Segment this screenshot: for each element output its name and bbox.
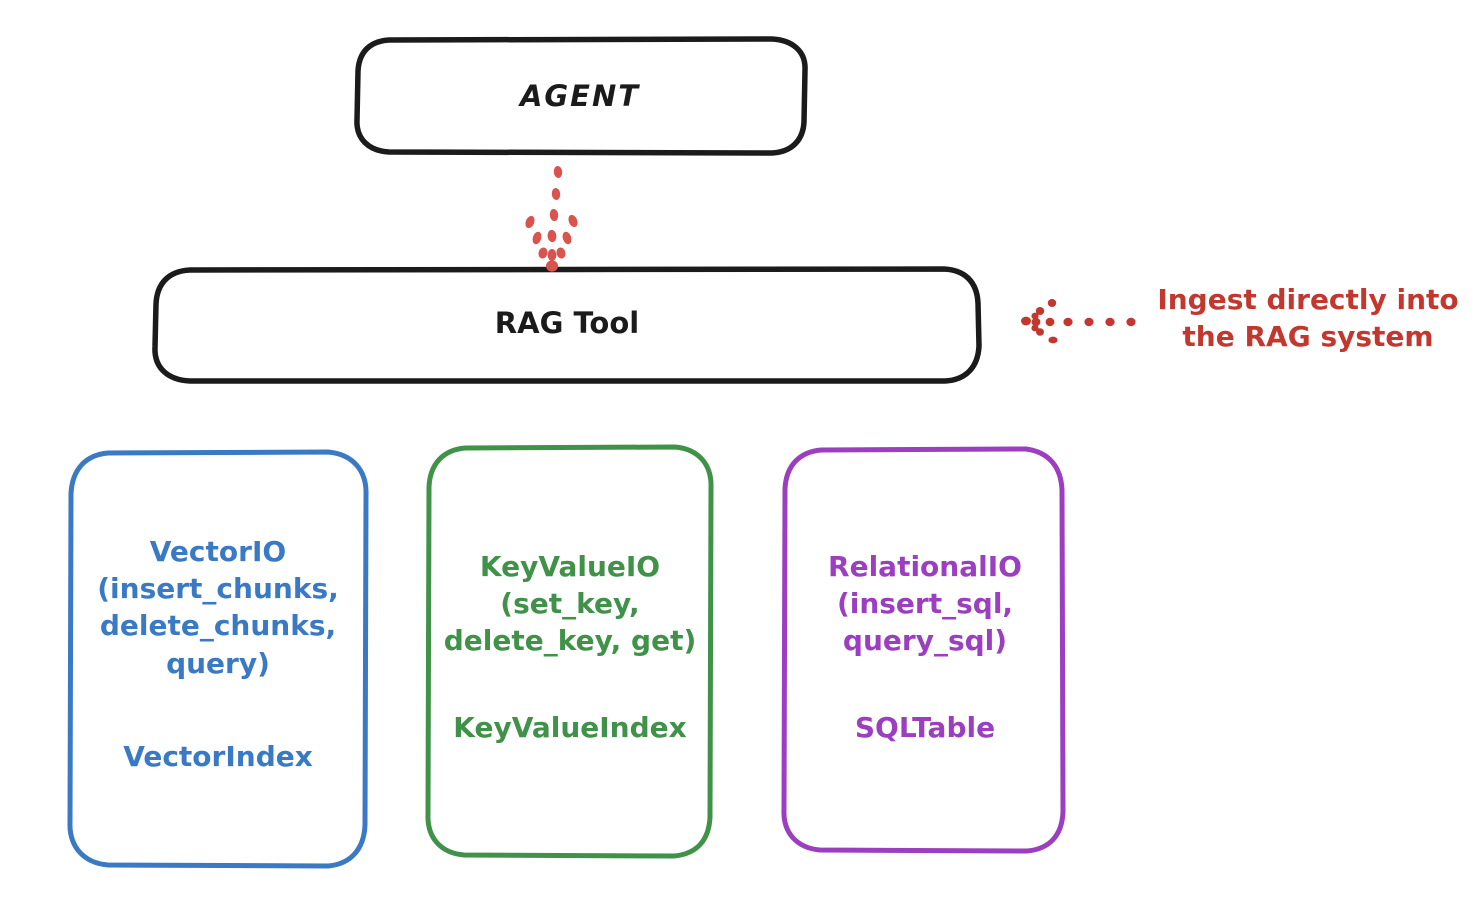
key-value-io-box[interactable]	[425, 444, 714, 859]
relational-io-box[interactable]	[781, 446, 1066, 854]
vector-io-box[interactable]	[67, 449, 369, 869]
rag-tool-box[interactable]	[152, 266, 982, 384]
ingest-to-rag-tool-connector	[1021, 299, 1136, 344]
agent-box[interactable]	[354, 36, 808, 156]
agent-to-rag-tool-connector	[525, 166, 578, 272]
